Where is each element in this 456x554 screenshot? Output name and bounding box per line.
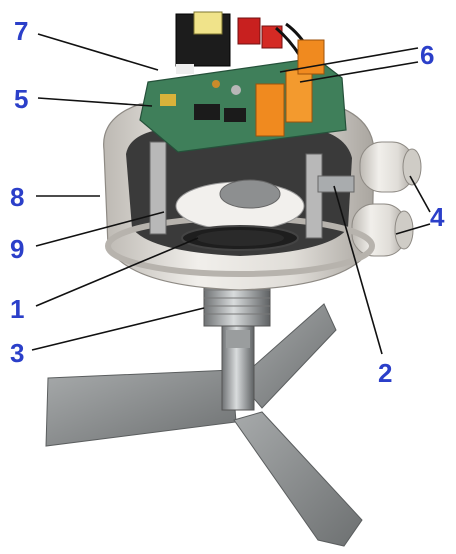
leader-line-5 [37,97,153,107]
callout-label-1: 1 [10,294,25,324]
leader-line-9 [35,211,165,247]
circuit-board [139,11,347,153]
leader-line-4a [409,175,431,213]
callout-label-2: 2 [378,358,393,388]
paddle-blades [45,303,363,547]
leader-line-1 [35,237,199,307]
callout-label-3: 3 [10,338,25,368]
callout-label-8: 8 [10,182,25,212]
paddle-shaft [221,317,255,411]
callout-label-7: 7 [14,16,29,46]
leader-line-2 [333,185,383,355]
callout-label-4: 4 [430,202,445,232]
mounting-brackets [149,141,355,239]
leader-line-6b [299,61,419,83]
callout-label-6: 6 [420,40,435,70]
motor-assembly [175,179,305,251]
leader-lines [31,33,431,355]
callout-label-5: 5 [14,84,29,114]
leader-line-3 [31,307,205,351]
leader-line-6a [279,47,419,73]
leader-line-7 [37,33,159,71]
leader-line-4b [395,223,431,235]
callout-label-9: 9 [10,234,25,264]
